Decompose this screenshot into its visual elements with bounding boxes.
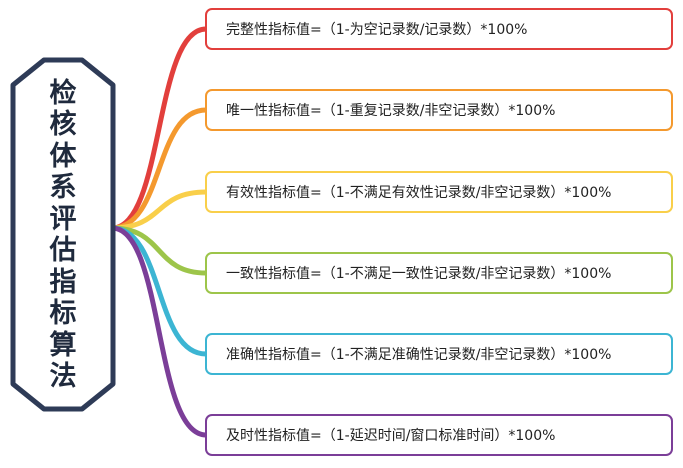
connector-3 xyxy=(109,189,209,231)
root-label-char-10: 法 xyxy=(49,360,77,392)
branch-5: 准确性指标值=（1-不满足准确性记录数/非空记录数）*100% xyxy=(205,333,673,375)
branch-4: 一致性指标值=（1-不满足一致性记录数/非空记录数）*100% xyxy=(205,252,673,294)
root-label-char-1: 检 xyxy=(49,78,77,109)
root-label-char-4: 系 xyxy=(49,172,77,204)
branch-2-text: 唯一性指标值=（1-重复记录数/非空记录数）*100% xyxy=(226,103,556,119)
root-label-char-9: 算 xyxy=(49,329,77,361)
branch-6-text: 及时性指标值=（1-延迟时间/窗口标准时间）*100% xyxy=(226,428,556,444)
root-label-char-5: 评 xyxy=(49,203,77,235)
branch-4-text: 一致性指标值=（1-不满足一致性记录数/非空记录数）*100% xyxy=(226,266,612,282)
root-label-char-3: 体 xyxy=(49,140,77,172)
branch-3-text: 有效性指标值=（1-不满足有效性记录数/非空记录数）*100% xyxy=(226,185,612,201)
connector-2 xyxy=(109,107,209,231)
root-node: 检核体系评估指标算法 xyxy=(10,57,116,412)
connector-1 xyxy=(109,26,209,231)
root-label-char-6: 估 xyxy=(49,235,77,267)
root-label: 检核体系评估指标算法 xyxy=(10,79,116,391)
branch-3: 有效性指标值=（1-不满足有效性记录数/非空记录数）*100% xyxy=(205,171,673,213)
branch-1-text: 完整性指标值=（1-为空记录数/记录数）*100% xyxy=(226,22,528,38)
branch-1: 完整性指标值=（1-为空记录数/记录数）*100% xyxy=(205,8,673,50)
branch-2: 唯一性指标值=（1-重复记录数/非空记录数）*100% xyxy=(205,89,673,131)
root-label-char-2: 核 xyxy=(49,109,77,141)
branch-5-text: 准确性指标值=（1-不满足准确性记录数/非空记录数）*100% xyxy=(226,347,612,363)
root-label-char-7: 指 xyxy=(49,266,77,298)
root-hexagon xyxy=(10,57,116,412)
root-label-char-8: 标 xyxy=(49,298,77,330)
connector-6 xyxy=(109,225,209,438)
branch-6: 及时性指标值=（1-延迟时间/窗口标准时间）*100% xyxy=(205,414,673,456)
